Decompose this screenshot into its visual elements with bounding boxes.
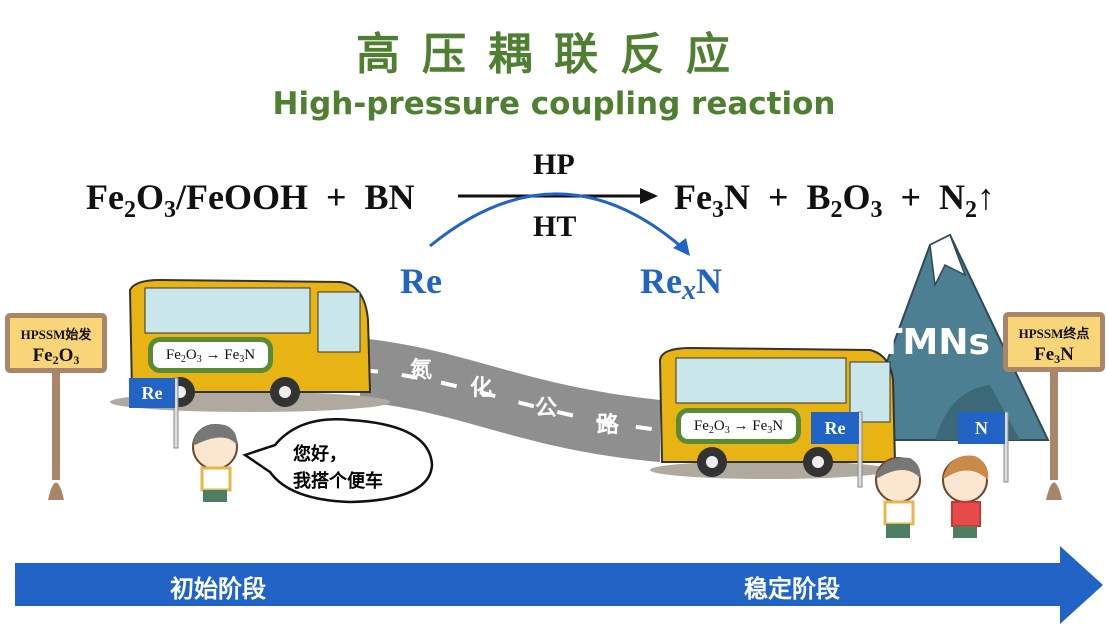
re-arrow-head bbox=[673, 238, 690, 256]
formula-text: Fe bbox=[674, 177, 712, 217]
end-sign-formula: Fe3N bbox=[1008, 344, 1100, 366]
formula-subscript: 3 bbox=[724, 425, 730, 436]
end-sign: HPSSM终点 Fe3N bbox=[1003, 312, 1105, 372]
flag-n: N bbox=[958, 412, 1005, 444]
kid-re bbox=[192, 424, 238, 502]
start-sign: HPSSM始发 Fe2O3 bbox=[5, 313, 107, 373]
formula-text: O bbox=[58, 345, 74, 366]
start-sign-title: HPSSM始发 bbox=[20, 327, 92, 342]
formula-text: + N bbox=[882, 177, 966, 217]
condition-ht: HT bbox=[533, 210, 577, 243]
formula-text: N bbox=[695, 261, 722, 301]
road-char-1: 氮 bbox=[410, 358, 433, 383]
formula-text: Fe bbox=[86, 177, 124, 217]
formula-text: N bbox=[772, 418, 784, 434]
formula-text: O bbox=[842, 177, 871, 217]
formula-subscript: 2 bbox=[965, 197, 978, 223]
formula-subscript: 3 bbox=[73, 353, 80, 367]
flag-re-start: Re bbox=[129, 378, 175, 408]
nitriding-road bbox=[360, 338, 660, 462]
speech-bubble bbox=[242, 418, 434, 504]
formula-text: ↑ bbox=[977, 177, 996, 217]
formula-text: /FeOOH + BN bbox=[175, 177, 415, 217]
formula-subscript: 3 bbox=[163, 197, 176, 223]
formula-subscript: 3 bbox=[870, 197, 883, 223]
formula-text: Fe bbox=[1034, 344, 1055, 365]
formula-text: Re bbox=[400, 261, 442, 301]
formula-text: Fe bbox=[32, 345, 53, 366]
formula-text: → Fe bbox=[729, 418, 768, 434]
mountain-label: TMNs bbox=[878, 322, 990, 363]
condition-hp: HP bbox=[533, 148, 575, 181]
formula-subscript: 2 bbox=[52, 353, 59, 367]
stage-end: 稳定阶段 bbox=[744, 575, 840, 603]
formula-text: Fe bbox=[693, 418, 709, 434]
road-char-2: 化 bbox=[470, 376, 493, 401]
formula-subscript: x bbox=[681, 275, 696, 306]
title-cn: 高压耦联反应 bbox=[356, 29, 752, 80]
formula-text: N bbox=[244, 347, 256, 363]
formula-subscript: 2 bbox=[180, 354, 186, 365]
formula-text: N bbox=[1060, 344, 1074, 365]
formula-subscript: 2 bbox=[830, 197, 843, 223]
formula-text: O bbox=[185, 347, 197, 363]
formula-subscript: 3 bbox=[711, 197, 724, 223]
kid-n-girl bbox=[942, 455, 989, 538]
title-en: High-pressure coupling reaction bbox=[272, 86, 836, 122]
bus-end-plate: Fe2O3 → Fe3N bbox=[676, 408, 801, 444]
products: Fe3N + B2O3 + N2↑ bbox=[674, 176, 996, 222]
formula-text: O bbox=[713, 418, 725, 434]
formula-text: Re bbox=[640, 261, 682, 301]
formula-text: → Fe bbox=[201, 347, 240, 363]
flag-re-end: Re bbox=[811, 412, 859, 444]
road-char-4: 路 bbox=[597, 413, 620, 438]
rexn-label: RexN bbox=[640, 260, 722, 305]
formula-subscript: 3 bbox=[196, 354, 202, 365]
formula-text: N + B bbox=[723, 177, 831, 217]
kid-n-boy bbox=[875, 457, 921, 538]
bus-start-plate: Fe2O3 → Fe3N bbox=[148, 337, 273, 373]
road-char-3: 公 bbox=[535, 396, 558, 421]
re-label: Re bbox=[400, 260, 442, 302]
stage-start: 初始阶段 bbox=[170, 575, 266, 603]
reaction-arrow bbox=[458, 188, 658, 204]
end-sign-title: HPSSM终点 bbox=[1018, 326, 1090, 341]
stage-arrow bbox=[15, 546, 1103, 624]
formula-subscript: 3 bbox=[1054, 352, 1061, 366]
formula-text: Fe bbox=[165, 347, 181, 363]
speech-line-1: 您好， bbox=[293, 444, 347, 465]
formula-subscript: 2 bbox=[123, 197, 136, 223]
formula-subscript: 2 bbox=[708, 425, 714, 436]
formula-subscript: 3 bbox=[767, 425, 773, 436]
re-conversion-arrow bbox=[429, 192, 686, 252]
speech-line-2: 我搭个便车 bbox=[293, 471, 383, 492]
reactants: Fe2O3/FeOOH + BN bbox=[86, 176, 415, 222]
start-sign-formula: Fe2O3 bbox=[10, 345, 102, 367]
formula-text: O bbox=[135, 177, 164, 217]
formula-subscript: 3 bbox=[239, 354, 245, 365]
